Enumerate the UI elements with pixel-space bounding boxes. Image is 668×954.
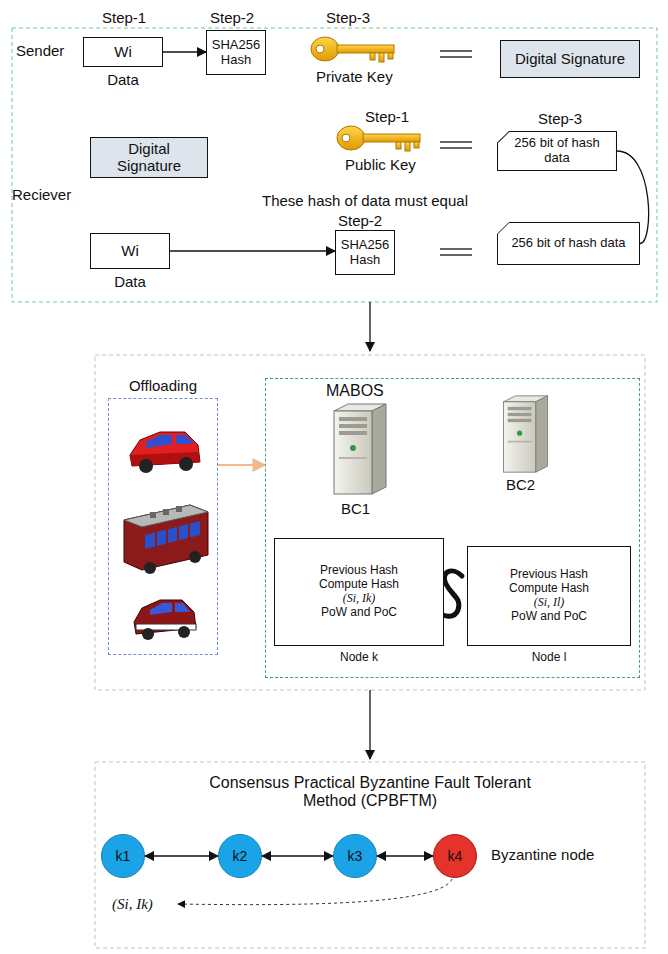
flow-arrow <box>369 302 370 351</box>
node-label: SHA256 Hash <box>212 38 260 68</box>
node-content: Previous HashCompute Hash(Si, Il)PoW and… <box>468 547 630 645</box>
node-box: Offloading <box>108 398 218 655</box>
node-label: Digital Signature <box>515 50 625 67</box>
panel-border <box>95 355 645 690</box>
node-label: Previous Hash <box>320 564 398 578</box>
car-icon <box>130 432 200 473</box>
node-box: SHA256 Hash <box>335 230 395 275</box>
node-label: Compute Hash <box>509 582 589 596</box>
node-label: MABOS <box>326 382 384 400</box>
node-label: k2 <box>233 848 248 864</box>
cut-corner-outline <box>498 223 640 265</box>
node-content: Wi <box>84 38 162 66</box>
node-box: k4 <box>433 834 477 878</box>
node-content: Digital Signature <box>501 41 639 77</box>
node-label: (Si, Ik) <box>343 592 376 606</box>
node-label: Wi <box>114 43 132 60</box>
text-label: BC1 <box>341 500 370 517</box>
connector <box>170 250 335 251</box>
node-box: WiData <box>90 233 170 269</box>
node-heading: Data <box>107 71 139 88</box>
node-box: Previous HashCompute Hash(Si, Il)PoW and… <box>467 546 631 646</box>
node-content: k1 <box>102 835 144 877</box>
car-icon <box>134 600 196 640</box>
connector <box>218 464 265 466</box>
node-content: SHA256 Hash <box>336 231 394 274</box>
text-label: Public Key <box>345 156 416 173</box>
text-label: Step-3 <box>538 110 582 127</box>
text-label: Consensus Practical Byzantine Fault Tole… <box>190 774 550 811</box>
node-content: SHA256 Hash <box>207 31 265 74</box>
node-label: Previous Hash <box>510 568 588 582</box>
node-label: Wi <box>121 242 139 259</box>
key-icon <box>311 37 394 62</box>
panel-border <box>12 28 657 302</box>
equals-sign <box>440 51 472 255</box>
connector <box>377 855 433 856</box>
node-box: Digital Signature <box>500 40 640 78</box>
bus-icon <box>124 505 208 574</box>
node-label: Compute Hash <box>319 578 399 592</box>
node-label: k3 <box>348 848 363 864</box>
connector-label: These hash of data must equal <box>262 192 468 209</box>
node-content <box>109 399 217 654</box>
node-heading: Node l <box>532 650 567 664</box>
node-label: PoW and PoC <box>511 610 587 624</box>
node-content: k4 <box>434 835 476 877</box>
leader-arrow <box>178 879 452 905</box>
node-box: SHA256 Hash <box>206 30 266 75</box>
text-label: Step-1 <box>102 9 146 26</box>
text-label: Step-2 <box>210 9 254 26</box>
panel-border <box>95 762 645 948</box>
node-label: SHA256 Hash <box>341 238 389 268</box>
node-box: k2 <box>218 834 262 878</box>
node-box: k1 <box>101 834 145 878</box>
flow-arrow <box>369 690 370 759</box>
text-label: (Si, Ik) <box>112 896 153 913</box>
node-heading: Node k <box>340 650 378 664</box>
node-content: Wi <box>91 234 169 268</box>
node-label: 256 bit of hash data <box>511 236 625 251</box>
node-box: k3 <box>333 834 377 878</box>
node-label: k4 <box>448 848 463 864</box>
text-label: Private Key <box>316 68 393 85</box>
text-label: BC2 <box>506 476 535 493</box>
node-content: Digital Signature <box>91 138 207 177</box>
node-content: 256 bit of hash data <box>497 131 617 171</box>
cut-corner-outline <box>498 132 617 171</box>
server-icon <box>334 404 386 494</box>
node-box: Previous HashCompute Hash(Si, Ik)PoW and… <box>274 538 444 646</box>
text-label: Step-2 <box>338 212 382 229</box>
node-content: k3 <box>334 835 376 877</box>
node-heading: Offloading <box>129 377 197 394</box>
node-box: MABOSPrevious HashCompute Hash(Si, Ik)Po… <box>265 378 640 678</box>
node-content: Previous HashCompute Hash(Si, Ik)PoW and… <box>275 539 443 645</box>
node-box: 256 bit of hash data <box>497 131 617 171</box>
node-box: WiData <box>83 37 163 67</box>
text-label: Reciever <box>12 186 71 203</box>
text-label: Sender <box>16 42 64 59</box>
key-icon <box>337 126 420 151</box>
node-label: PoW and PoC <box>321 606 397 620</box>
connector <box>262 855 333 856</box>
node-label: 256 bit of hash data <box>502 136 612 166</box>
node-heading: Data <box>114 273 146 290</box>
node-content: 256 bit of hash data <box>497 222 640 265</box>
text-label: Byzantine node <box>491 846 594 863</box>
node-box: Digital Signature <box>90 137 208 178</box>
node-content: k2 <box>219 835 261 877</box>
connector <box>145 855 218 856</box>
server-icon <box>504 396 548 472</box>
node-label: k1 <box>116 848 131 864</box>
connector <box>163 51 206 52</box>
node-box: 256 bit of hash data <box>497 222 640 265</box>
node-label: Digital Signature <box>96 140 202 175</box>
text-label: Step-3 <box>326 9 370 26</box>
text-label: Step-1 <box>365 108 409 125</box>
node-label: (Si, Il) <box>534 596 565 610</box>
